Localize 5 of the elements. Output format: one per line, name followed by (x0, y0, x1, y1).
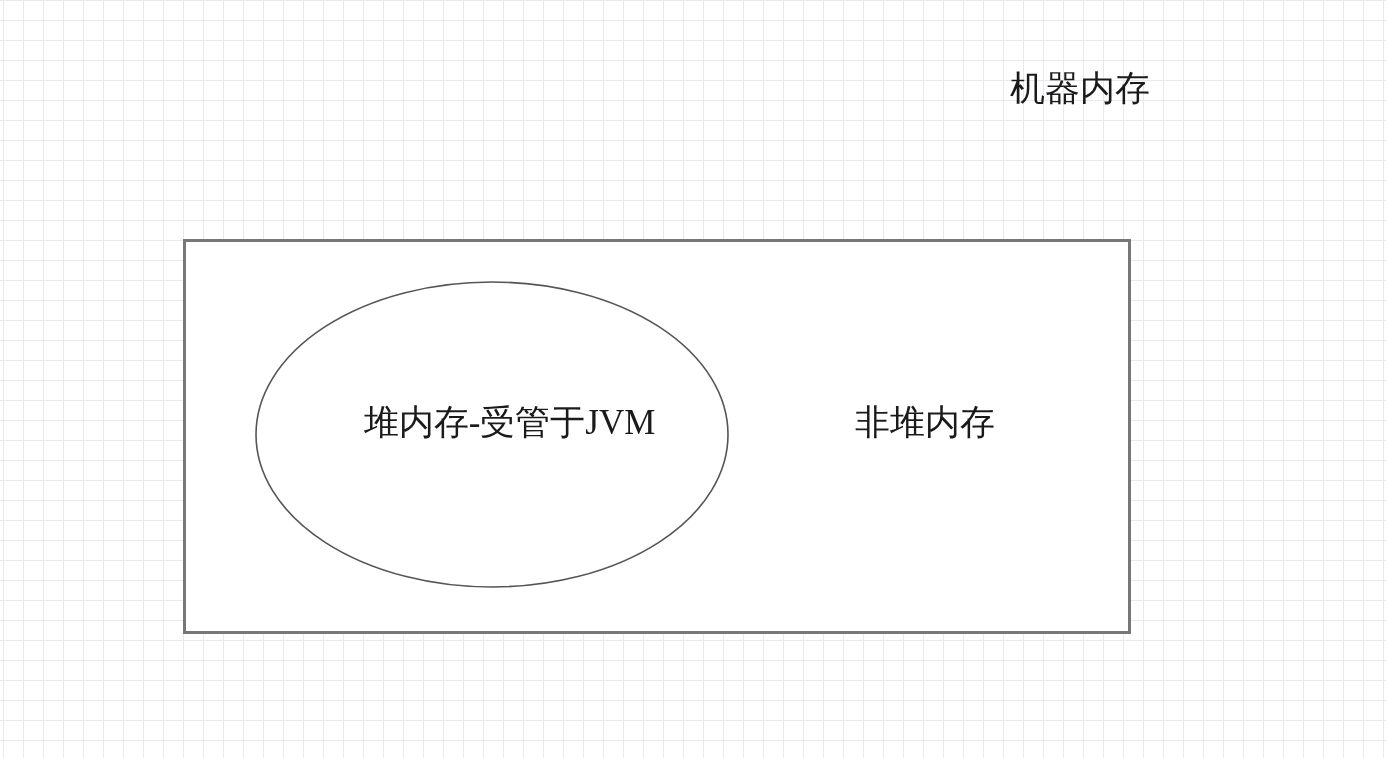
memory-region-box (183, 239, 1131, 634)
ellipse-label: 堆内存-受管于JVM (363, 402, 656, 443)
title-text: 机器内存 (1010, 69, 1150, 109)
region-label: 非堆内存 (855, 402, 996, 443)
heap-ellipse (255, 281, 729, 588)
